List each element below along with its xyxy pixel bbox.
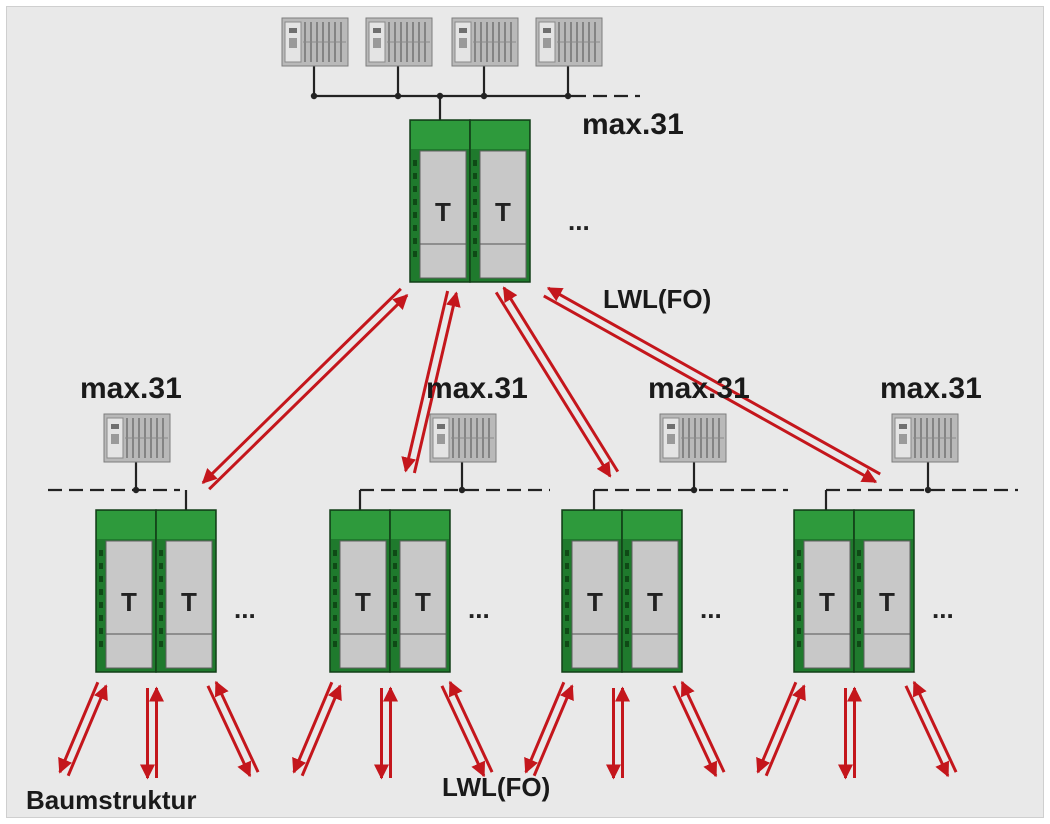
top-module-ellipsis: ... (568, 206, 590, 236)
fiber-links (58, 286, 958, 780)
lower-controller-4 (891, 413, 959, 463)
module-letter: T (495, 197, 511, 227)
module-letter: T (647, 587, 663, 617)
bottom-fiber-left-4 (756, 681, 806, 777)
bottom-fiber-right-1 (206, 680, 260, 778)
bottom-fiber-left-2 (292, 681, 342, 777)
bottom-fiber-left-3 (524, 681, 574, 777)
bottom-fiber-left-1 (58, 681, 108, 777)
top-controller-4 (535, 17, 603, 67)
bottom-fiber-right-4 (904, 680, 958, 778)
module-letter: T (587, 587, 603, 617)
controller-devices (103, 17, 959, 463)
module-letter: T (879, 587, 895, 617)
fo-label-top: LWL(FO) (603, 284, 712, 314)
top-controller-1 (281, 17, 349, 67)
lower-controller-1 (103, 413, 171, 463)
upper-fiber-link-4 (543, 286, 881, 484)
fo-label-bottom: LWL(FO) (442, 772, 551, 802)
lower-max-label-4: max.31 (880, 372, 982, 405)
upper-fiber-link-2 (401, 290, 461, 474)
module-letter: T (181, 587, 197, 617)
lower-max-label-3: max.31 (648, 372, 750, 405)
module-letter: T (435, 197, 451, 227)
module-letter: T (121, 587, 137, 617)
bottom-fiber-right-3 (672, 680, 726, 778)
top-max-label: max.31 (582, 108, 684, 141)
bottom-fiber-center-3 (606, 686, 630, 780)
lower-max-label-2: max.31 (426, 372, 528, 405)
upper-fiber-link-1 (201, 287, 409, 491)
lower-module-ellipsis-2: ... (468, 594, 490, 624)
bottom-fiber-center-1 (140, 686, 164, 780)
module-letter: T (819, 587, 835, 617)
bottom-fiber-center-4 (838, 686, 862, 780)
bus-lines (48, 66, 1018, 510)
module-letter: T (415, 587, 431, 617)
lower-controller-2 (429, 413, 497, 463)
lower-max-label-1: max.31 (80, 372, 182, 405)
lower-module-ellipsis-1: ... (234, 594, 256, 624)
lower-module-ellipsis-3: ... (700, 594, 722, 624)
module-letter: T (355, 587, 371, 617)
tree-structure-label: Baumstruktur (26, 785, 197, 815)
lower-module-ellipsis-4: ... (932, 594, 954, 624)
upper-fiber-link-3 (494, 286, 620, 478)
lower-controller-3 (659, 413, 727, 463)
bottom-fiber-right-2 (440, 680, 494, 778)
top-controller-2 (365, 17, 433, 67)
bottom-fiber-center-2 (374, 686, 398, 780)
top-controller-3 (451, 17, 519, 67)
